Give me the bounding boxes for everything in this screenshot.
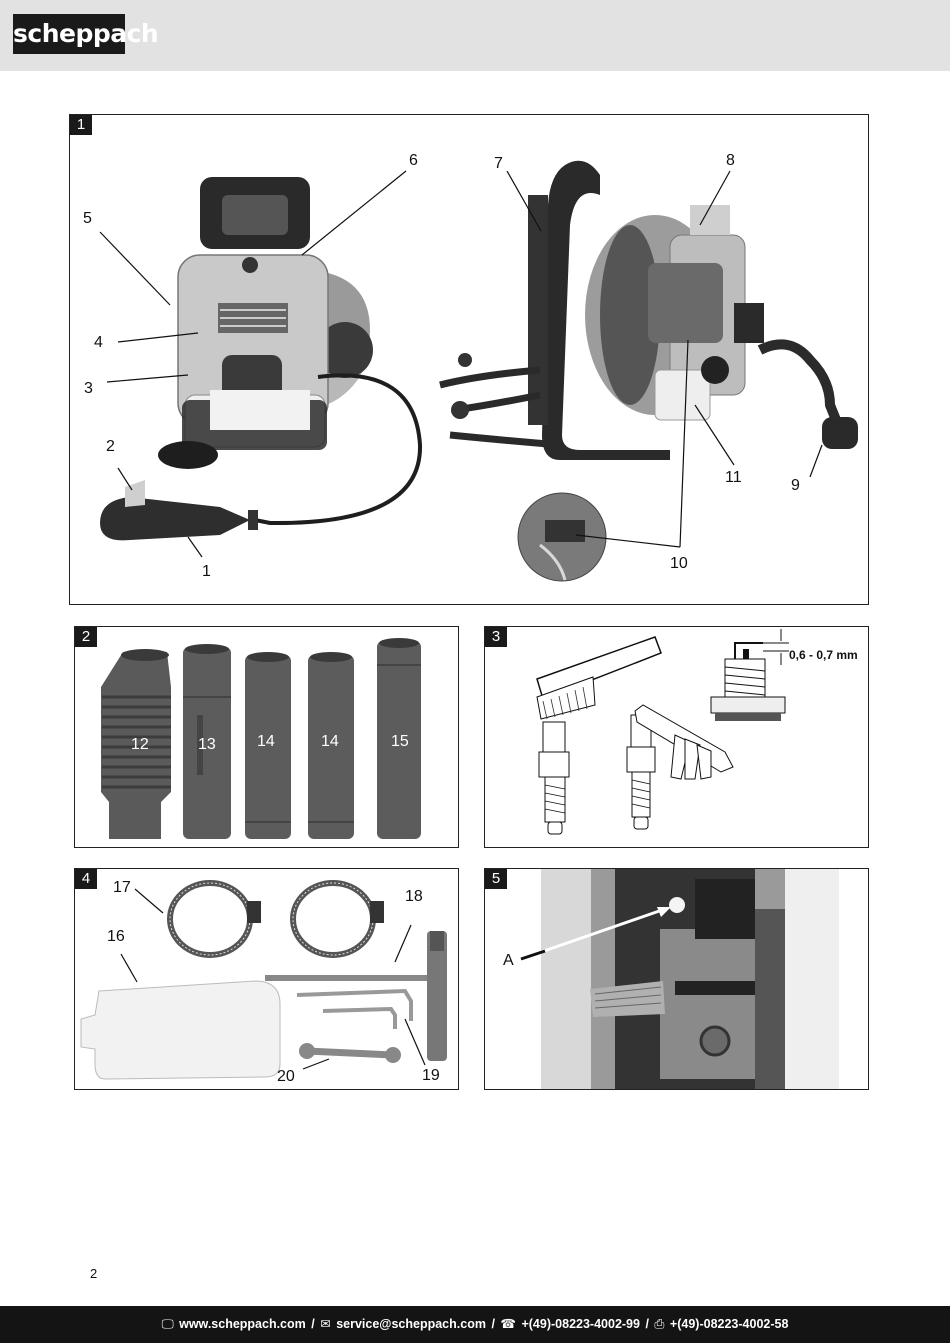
- footer-separator: /: [645, 1317, 649, 1331]
- fax-number: +(49)-08223-4002-58: [669, 1317, 789, 1331]
- callout-16: 16: [107, 928, 125, 945]
- spark-plug-cleaning-illustration: [536, 629, 789, 835]
- callout-12: 12: [131, 736, 149, 753]
- backpack-blower-illustration: [99, 160, 858, 582]
- footer-separator: /: [311, 1317, 315, 1331]
- callout-7: 7: [494, 155, 503, 172]
- mail-icon: ✉: [320, 1317, 331, 1331]
- website-link[interactable]: www.scheppach.com: [179, 1317, 306, 1331]
- callout-11: 11: [725, 469, 742, 486]
- accessories-illustration: [80, 880, 447, 1080]
- figure-3-panel: 3: [484, 626, 869, 848]
- fax-icon: ⎙: [654, 1317, 665, 1331]
- callout-3: 3: [84, 380, 93, 397]
- figure-4-panel: 4 16 17 18 19 20: [74, 868, 459, 1090]
- callout-20: 20: [277, 1068, 295, 1085]
- page-footer: 🖵 www.scheppach.com / ✉ service@scheppac…: [0, 1306, 950, 1343]
- figure-1-panel: 1: [69, 114, 869, 605]
- callout-14b: 14: [321, 733, 339, 750]
- callout-4: 4: [94, 334, 103, 351]
- blower-tubes-illustration: [101, 638, 421, 839]
- callout-9: 9: [791, 477, 800, 494]
- callout-10: 10: [670, 555, 688, 572]
- figure-5-panel: 5 A: [484, 868, 869, 1090]
- callout-18: 18: [405, 888, 423, 905]
- figure-2-number: 2: [75, 627, 97, 647]
- callout-14a: 14: [257, 733, 275, 750]
- carburetor-adjustment-photo: [520, 869, 839, 1089]
- spark-gap-label: 0,6 - 0,7 mm: [789, 648, 858, 662]
- callout-A: A: [503, 952, 514, 969]
- page-header: scheppach: [0, 0, 950, 71]
- callout-6: 6: [409, 152, 418, 169]
- callout-19: 19: [422, 1067, 440, 1084]
- callout-8: 8: [726, 152, 735, 169]
- brand-logo: scheppach: [13, 14, 159, 54]
- figure-2-panel: 2 12 13 14 14 15: [74, 626, 459, 848]
- callout-17: 17: [113, 879, 131, 896]
- figure-1-number: 1: [70, 115, 92, 135]
- footer-separator: /: [491, 1317, 495, 1331]
- callout-2: 2: [106, 438, 115, 455]
- figure-4-number: 4: [75, 869, 97, 889]
- phone-icon: ☎: [500, 1317, 516, 1331]
- figure-3-number: 3: [485, 627, 507, 647]
- callout-15: 15: [391, 733, 409, 750]
- phone-number: +(49)-08223-4002-99: [521, 1317, 640, 1331]
- page-number: 2: [90, 1266, 98, 1281]
- email-link[interactable]: service@scheppach.com: [336, 1317, 486, 1331]
- callout-1: 1: [202, 563, 211, 580]
- callout-13: 13: [198, 736, 216, 753]
- computer-icon: 🖵: [161, 1317, 174, 1331]
- callout-5: 5: [83, 210, 92, 227]
- figure-5-number: 5: [485, 869, 507, 889]
